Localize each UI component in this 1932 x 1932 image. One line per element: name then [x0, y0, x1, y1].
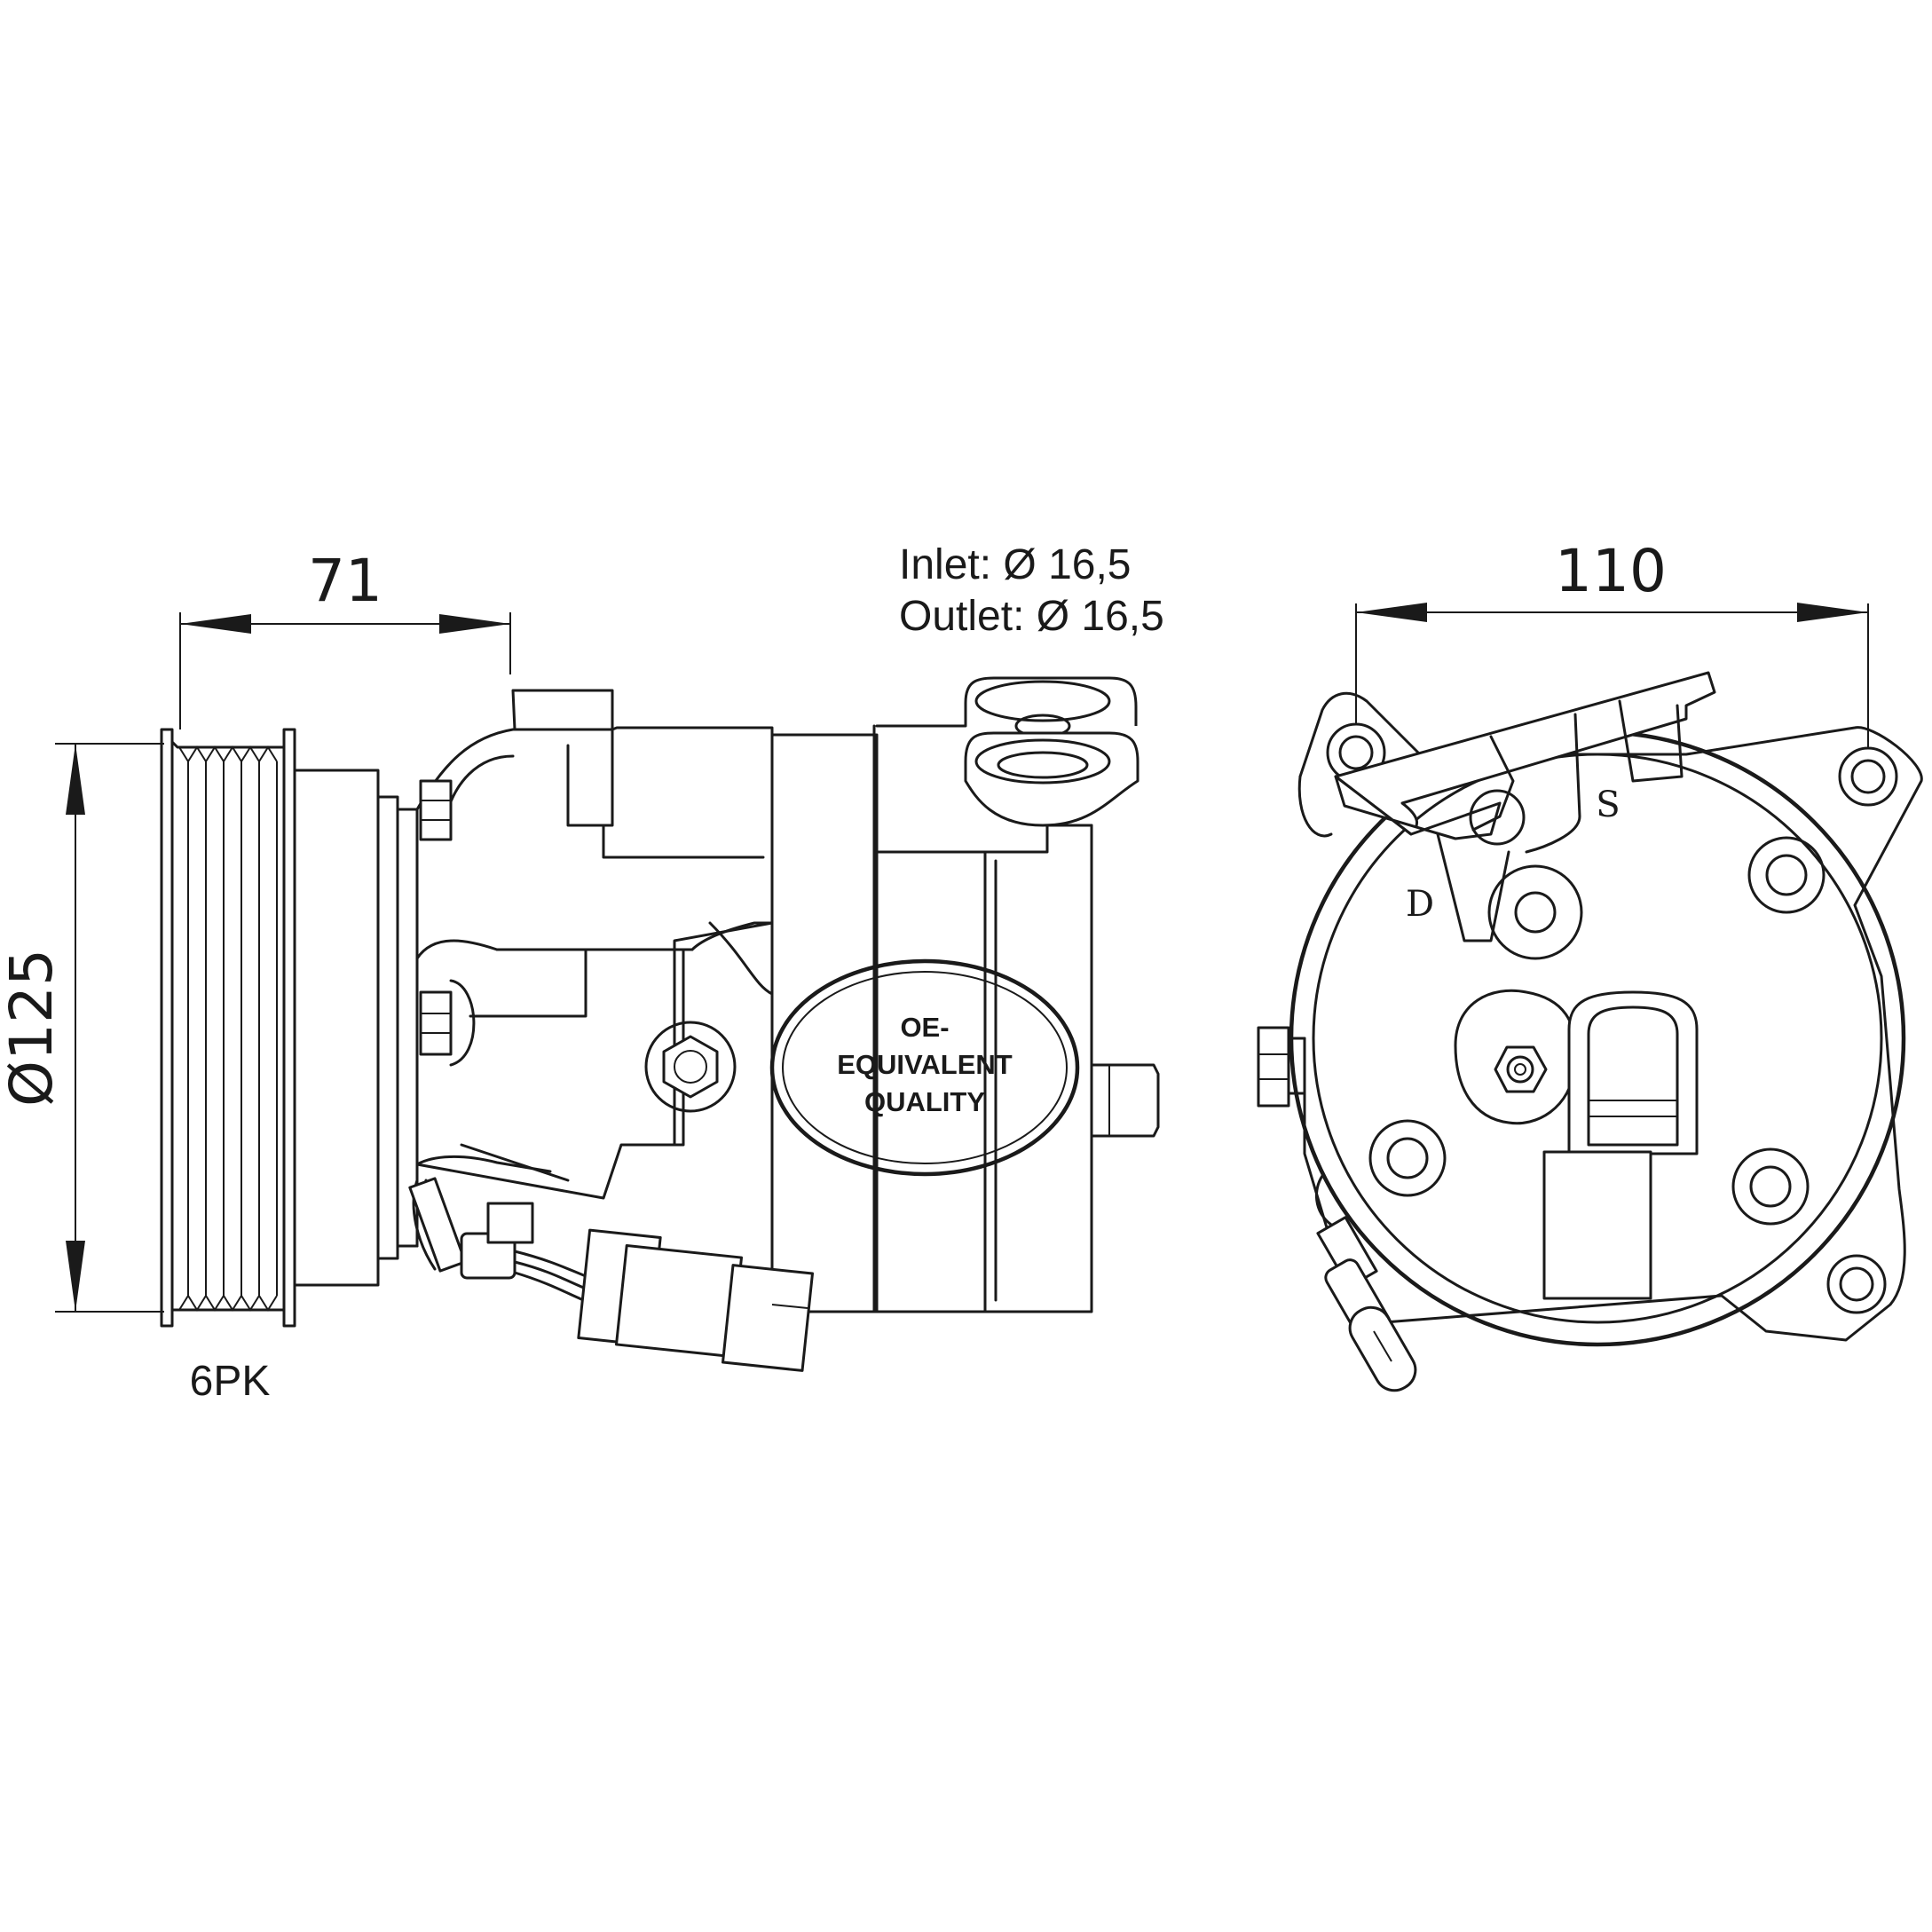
compressor-body: [415, 676, 1160, 1313]
pulley: [160, 728, 419, 1328]
dimension-depth-label: 71: [308, 547, 382, 615]
badge-line-1: OE-: [900, 1012, 949, 1043]
outlet-spec: Outlet: Ø 16,5: [899, 593, 1164, 640]
side-bolt: [1257, 1026, 1306, 1108]
wiring-harness: [408, 1177, 587, 1303]
bolt-top: [419, 779, 453, 841]
suction-port-mark: S: [1596, 785, 1620, 825]
dimension-depth: 71: [179, 547, 511, 729]
pulley-grooves: [178, 745, 278, 1312]
port-hole-upper: [1469, 789, 1526, 846]
control-valve: [1454, 989, 1578, 1125]
port-hole-lower: [1487, 864, 1583, 960]
service-ports: [964, 676, 1139, 827]
pressure-switch: [1542, 990, 1699, 1300]
pulley-belt-type: 6PK: [190, 1358, 271, 1405]
bolt-middle: [419, 979, 476, 1067]
badge-line-2: EQUIVALENT: [837, 1049, 1013, 1080]
electrical-connector: [577, 1228, 815, 1372]
oe-badge: OE- EQUIVALENT QUALITY: [769, 958, 1080, 1177]
rear-wire-plug: [1314, 1174, 1417, 1392]
hex-nut: [644, 1021, 737, 1113]
bolt-hole-lower-left: [1368, 1119, 1447, 1197]
mounting-flange: [1298, 691, 1923, 1342]
bolt-hole-upper-right: [1747, 836, 1826, 914]
side-view: OE- EQUIVALENT QUALITY 71 Ø125 6PK Inlet…: [0, 541, 1164, 1405]
lug-hole-top-right: [1838, 746, 1898, 807]
lug-hole-bottom-right: [1826, 1254, 1887, 1314]
dimension-width-label: 110: [1555, 537, 1667, 605]
dimension-width: 110: [1355, 537, 1869, 748]
badge-line-3: QUALITY: [864, 1086, 985, 1117]
bolt-hole-lower-right: [1731, 1147, 1810, 1226]
discharge-port-mark: D: [1406, 884, 1434, 925]
rear-view: D S: [1257, 537, 1923, 1392]
dimension-diameter: Ø125: [0, 743, 164, 1313]
inlet-spec: Inlet: Ø 16,5: [899, 541, 1132, 588]
dimension-diameter-label: Ø125: [0, 949, 66, 1107]
